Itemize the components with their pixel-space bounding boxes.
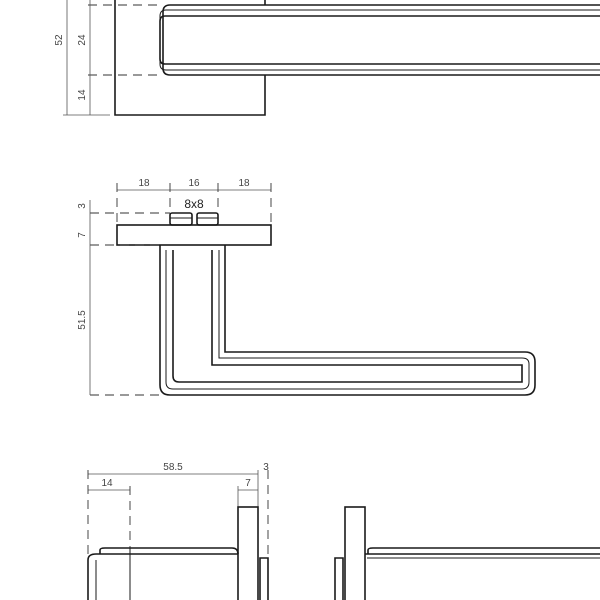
lever-outer-side: [159, 245, 536, 396]
rose-plate-front-left: [237, 506, 259, 600]
front-view: 58.5 14 7 3: [87, 462, 600, 600]
lever-front-right: [365, 547, 600, 555]
lever-step-top: [159, 9, 600, 71]
rose-plate-top: [114, 0, 266, 116]
dim-label-18-right: 18: [238, 178, 250, 189]
spindle-size-label: 8x8: [184, 197, 204, 211]
dim-label-3: 3: [77, 203, 88, 209]
dim-label-52: 52: [54, 34, 65, 46]
dim-label-16: 16: [188, 178, 200, 189]
dim-label-14: 14: [77, 89, 88, 101]
side-view: 18 16 18 8x8 3 7 51.5: [77, 178, 536, 396]
rose-plate-side: [116, 224, 272, 246]
dim-label-7: 7: [245, 478, 251, 489]
top-view: 52 24 14: [54, 0, 600, 116]
spindle-peg-right: [196, 212, 219, 226]
rose-plate-front-right: [344, 506, 366, 600]
dim-label-58-5: 58.5: [163, 462, 183, 473]
lever-body-top: [159, 15, 600, 65]
dim-label-14: 14: [101, 478, 113, 489]
lever-outer-top: [162, 4, 600, 76]
lever-inner-side: [165, 250, 530, 390]
dim-label-24: 24: [77, 34, 88, 46]
dim-label-18-left: 18: [138, 178, 150, 189]
spindle-peg-left: [169, 212, 193, 226]
lever-core-side: [172, 250, 523, 383]
dim-label-7: 7: [77, 232, 88, 238]
lever-front-left: [87, 547, 239, 600]
dim-label-51-5: 51.5: [77, 310, 88, 330]
dim-label-3: 3: [263, 462, 269, 473]
